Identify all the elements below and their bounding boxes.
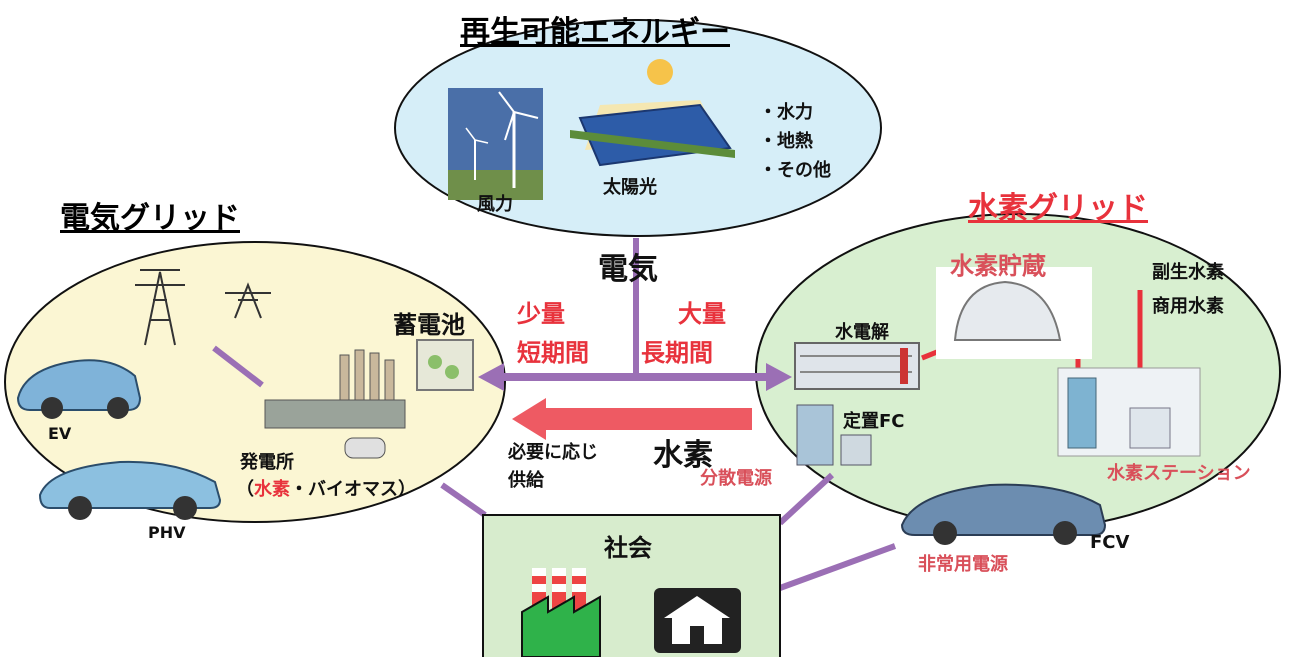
hydrogen-station-icon [1057,367,1201,457]
fcv-car-icon [900,483,1107,545]
wind-turbine-icon [448,88,543,200]
factory-icon [521,568,601,657]
solar-label: 太陽光 [603,177,657,198]
ev-car-icon [16,359,142,419]
supply-label: 供給 [508,470,544,491]
power-plant-hydrogen-text: 水素 [254,479,290,500]
solar-panel-icon [570,59,735,167]
storage-battery-icon [416,339,474,391]
renewable-title: 再生可能エネルギー [460,15,730,50]
phv-car-icon [38,460,222,520]
power-plant-fuel-label: （水素・バイオマス） [236,479,416,500]
electricity-arrow [478,363,792,391]
hydrogen-storage-label: 水素貯蔵 [950,252,1046,280]
hydrogen-grid-title: 水素グリッド [968,191,1148,226]
electrolysis-label: 水電解 [835,322,889,343]
hydro-label: ・水力 [759,102,813,123]
emergency-power-label: 非常用電源 [918,554,1008,575]
battery-label: 蓄電池 [393,311,465,339]
geothermal-label: ・地熱 [759,131,813,152]
short-term-label: 短期間 [517,339,589,367]
ev-label: EV [48,424,72,443]
electricity-label: 電気 [598,252,658,287]
transmission-tower-icon [135,269,271,346]
society-label: 社会 [604,534,652,562]
electric-grid-title: 電気グリッド [60,201,240,236]
connector-lines [212,238,897,591]
electrolyzer-icon [794,342,920,390]
small-amount-label: 少量 [517,300,565,328]
house-icon [654,588,741,653]
fcv-label: FCV [1090,532,1130,553]
stationary-fuel-cell-icon [796,404,872,466]
distributed-power-label: 分散電源 [700,468,772,489]
hydrogen-storage-tank-icon [936,267,1092,359]
power-plant-icon [264,349,406,459]
commercial-hydrogen-label: 商用水素 [1152,296,1224,317]
large-amount-label: 大量 [678,300,726,328]
wind-label: 風力 [477,194,513,215]
long-term-label: 長期間 [641,339,713,367]
supply-on-demand-label: 必要に応じ [508,442,598,463]
stationary-fc-label: 定置FC [843,411,905,432]
power-plant-label: 発電所 [240,452,294,473]
hydrogen-supply-arrow [512,398,752,440]
byproduct-hydrogen-label: 副生水素 [1152,262,1224,283]
phv-label: PHV [148,523,186,542]
hydrogen-flow-label: 水素 [653,438,713,473]
hydrogen-station-label: 水素ステーション [1107,463,1251,484]
other-label: ・その他 [759,160,831,181]
